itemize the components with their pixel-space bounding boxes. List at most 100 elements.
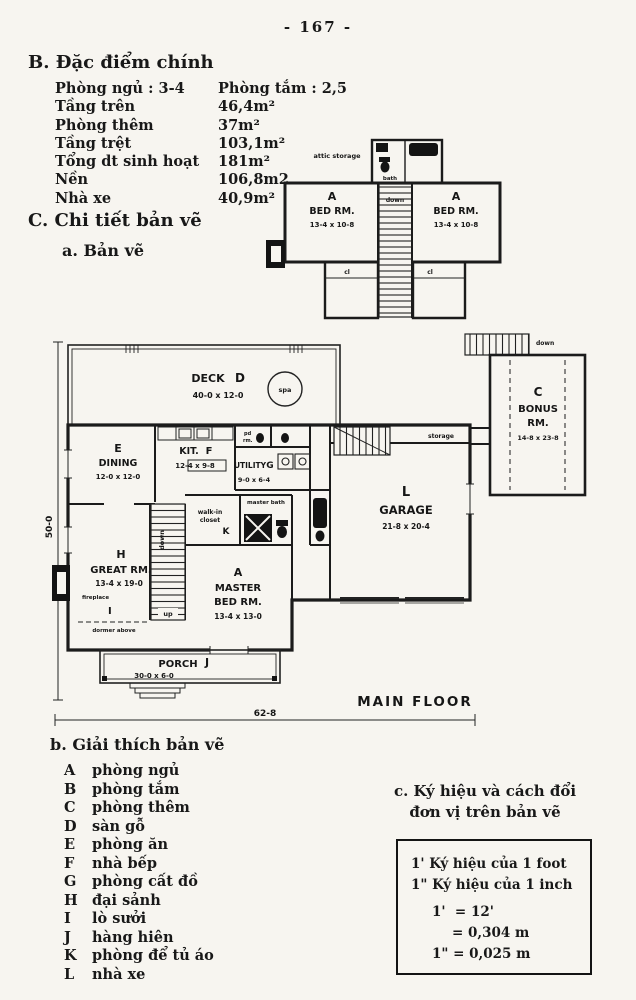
spec-row: Phòng ngủ : 3-4 Phòng tắm : 2,5 xyxy=(55,80,347,98)
powder-room-fixtures xyxy=(256,433,289,443)
label-bed-right-name: BED RM. xyxy=(433,206,478,217)
key-features-list: Phòng ngủ : 3-4 Phòng tắm : 2,5 Tầng trê… xyxy=(55,80,347,208)
bonus-stairs xyxy=(464,333,530,356)
sink-symbol xyxy=(376,143,388,152)
legend-item: H đại sảnh xyxy=(64,892,214,911)
legend-key: J xyxy=(64,928,71,946)
label-deck-name: DECK xyxy=(191,372,225,385)
label-down: down xyxy=(386,197,404,204)
label-bonus-name: BONUS xyxy=(518,404,558,415)
legend-label: phòng ăn xyxy=(92,836,169,853)
legend-label: phòng cất đồ xyxy=(92,873,198,890)
spec-label: Tầng trệt xyxy=(55,134,132,152)
units-heading: c. Ký hiệu và cách đổi đơn vị trên bản v… xyxy=(372,781,598,823)
legend-label: nhà xe xyxy=(92,965,146,983)
legend-key: E xyxy=(64,836,76,853)
label-master-name1: MASTER xyxy=(215,583,262,594)
label-dining-dim: 12-0 x 12-0 xyxy=(96,473,141,481)
legend-item: E phòng ăn xyxy=(64,836,214,855)
toilet-symbol xyxy=(380,161,390,173)
legend-label: phòng ngủ xyxy=(92,762,180,779)
sink-symbol xyxy=(281,433,289,443)
label-bath: bath xyxy=(383,176,397,182)
legend-key: G xyxy=(64,873,77,890)
label-bed-right-letter: A xyxy=(452,190,461,203)
label-deck-dim: 40-0 x 12-0 xyxy=(193,391,244,400)
center-stairs xyxy=(150,503,186,621)
label-bed-right-dim: 13-4 x 10-8 xyxy=(434,221,479,229)
label-utility-dim: 9-0 x 6-4 xyxy=(238,476,271,484)
label-great-letter: H xyxy=(116,548,125,561)
legend-item: G phòng cất đồ xyxy=(64,873,214,892)
label-porch-dim: 30-0 x 6-0 xyxy=(134,672,174,680)
label-garage-name: GARAGE xyxy=(379,503,433,517)
label-fireplace: fireplace xyxy=(82,595,109,601)
spec-row: Tầng trệt 103,1m² xyxy=(55,135,347,153)
spec-value: 37m² xyxy=(218,116,260,134)
spa-symbol xyxy=(267,371,303,407)
label-dining-name: DINING xyxy=(99,458,138,469)
upper-fireplace-symbol xyxy=(266,240,285,268)
label-garage-letter: L xyxy=(402,485,410,500)
spec-value: 40,9m² xyxy=(218,189,276,207)
legend-label: lò sưởi xyxy=(92,910,147,927)
label-pd-2: rm. xyxy=(243,438,253,444)
label-porch-name: PORCH xyxy=(158,659,197,670)
stairs-up-bg xyxy=(158,608,178,619)
label-bonus-dim: 14-8 x 23-8 xyxy=(517,434,559,442)
label-great-dim: 13-4 x 19-0 xyxy=(95,579,143,588)
spec-label: Tổng dt sinh hoạt xyxy=(55,153,200,171)
spec-row: Tổng dt sinh hoạt 181m² xyxy=(55,153,347,171)
label-porch-letter: J xyxy=(204,656,209,669)
label-master-bath: master bath xyxy=(247,500,285,506)
spec-label: Tầng trên xyxy=(55,98,136,116)
spec-value: Phòng tắm : 2,5 xyxy=(218,80,347,97)
stair-diagonal xyxy=(333,426,391,456)
label-utility-name: UTILITY xyxy=(234,461,267,470)
label-bonus-down: down xyxy=(536,340,554,347)
bonus-room xyxy=(470,353,587,497)
label-bonus-letter: C xyxy=(534,385,543,399)
label-spa: spa xyxy=(279,386,292,394)
tub-symbol xyxy=(313,498,327,528)
kitchen-counters xyxy=(157,426,234,472)
label-bonus-name2: RM. xyxy=(527,418,548,429)
dim-left-label: 50-0 xyxy=(45,516,55,539)
deck-rail-ticks xyxy=(125,345,303,353)
legend-key: D xyxy=(64,817,77,835)
legend-item: C phòng thêm xyxy=(64,799,214,818)
unit-line: 1' Ký hiệu của 1 foot xyxy=(411,856,567,872)
legend-key: F xyxy=(64,854,75,872)
label-deck-letter: D xyxy=(235,371,245,385)
legend-label: phòng thêm xyxy=(92,799,190,816)
legend-key: A xyxy=(64,762,76,779)
label-dining-letter: E xyxy=(114,442,122,455)
deck-outline xyxy=(67,344,341,426)
unit-conversion-box: 1' Ký hiệu của 1 foot 1" Ký hiệu của 1 i… xyxy=(396,839,592,975)
fireplace-symbol xyxy=(52,565,70,601)
legend-item: D sàn gỗ xyxy=(64,818,214,837)
label-bed-left-name: BED RM. xyxy=(309,206,354,217)
upper-stairs xyxy=(378,183,413,318)
porch-outline xyxy=(99,649,281,699)
label-utility-letter: G xyxy=(266,461,273,471)
hall-bath-fixtures xyxy=(313,498,327,542)
label-pd-1: pd xyxy=(244,431,252,437)
label-stairs-down: down xyxy=(158,530,166,550)
label-dormer: dormer above xyxy=(92,628,136,634)
label-kit-letter: F xyxy=(206,446,213,457)
label-stairs-up: up xyxy=(163,610,173,618)
spec-value: 46,4m² xyxy=(218,98,276,116)
label-attic-storage: attic storage xyxy=(313,152,361,160)
label-master-letter: A xyxy=(234,566,243,579)
toilet-tank-symbol xyxy=(379,157,390,162)
label-i: I xyxy=(108,606,112,617)
legend-heading: b. Giải thích bản vẽ xyxy=(50,735,225,754)
legend-item: K phòng để tủ áo xyxy=(64,947,214,966)
spec-label: Nền xyxy=(55,171,89,189)
label-closet-left: cl xyxy=(344,269,350,276)
label-closet-letter: K xyxy=(223,527,231,537)
label-great-name: GREAT RM. xyxy=(90,565,151,576)
porch-post xyxy=(102,676,107,681)
